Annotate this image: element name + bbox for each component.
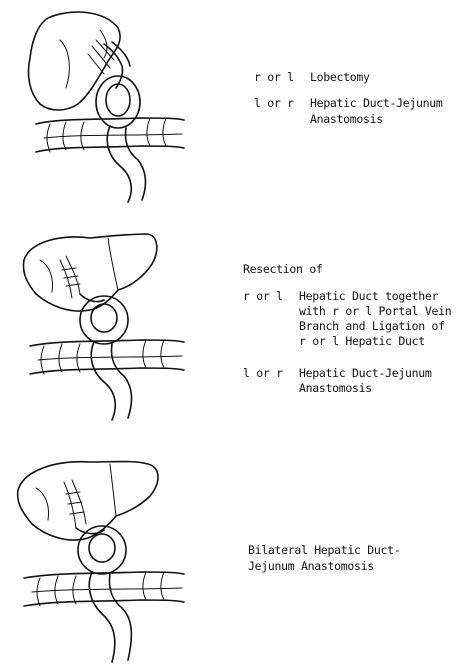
heading-resection-of: Resection of	[243, 261, 322, 277]
procedure-label-line1: Hepatic Duct-Jejunum	[310, 95, 442, 111]
side-label: l or r	[243, 365, 283, 381]
procedure-label-line2: Jejunum Anastomosis	[248, 558, 374, 574]
panel-duct-resection: Resection of r or l Hepatic Duct togethe…	[0, 220, 467, 430]
entry-duct-jejunum-anastomosis: l or r Hepatic Duct-Jejunum Anastomosis	[254, 95, 281, 175]
procedure-label-line1: Hepatic Duct together	[299, 288, 438, 304]
panel-bilateral-anastomosis: Bilateral Hepatic Duct- Jejunum Anastomo…	[0, 450, 467, 669]
procedure-label-line1: Hepatic Duct-Jejunum	[299, 365, 431, 381]
hepatic-duct-resection-illustration	[0, 220, 200, 430]
procedure-label-line2: Anastomosis	[310, 111, 383, 127]
procedure-label-line3: Branch and Ligation of	[299, 318, 445, 334]
side-label: l or r	[254, 95, 294, 111]
procedure-label-line1: Bilateral Hepatic Duct-	[248, 542, 400, 558]
entry-duct-jejunum-anastomosis: l or r Hepatic Duct-Jejunum Anastomosis	[243, 365, 270, 445]
side-label: r or l	[243, 288, 283, 304]
procedure-label-line2: Anastomosis	[299, 380, 372, 396]
bilateral-anastomosis-illustration	[0, 450, 200, 669]
procedure-label: Lobectomy	[310, 69, 370, 85]
liver-lobectomy-illustration	[0, 0, 200, 210]
procedure-label-line4: r or l Hepatic Duct	[299, 333, 425, 349]
side-label: r or l	[254, 69, 294, 85]
procedure-label-line2: with r or l Portal Vein	[299, 303, 451, 319]
panel-lobectomy: r or l Lobectomy l or r Hepatic Duct-Jej…	[0, 0, 467, 210]
label-bilateral-anastomosis: Bilateral Hepatic Duct- Jejunum Anastomo…	[248, 542, 275, 606]
